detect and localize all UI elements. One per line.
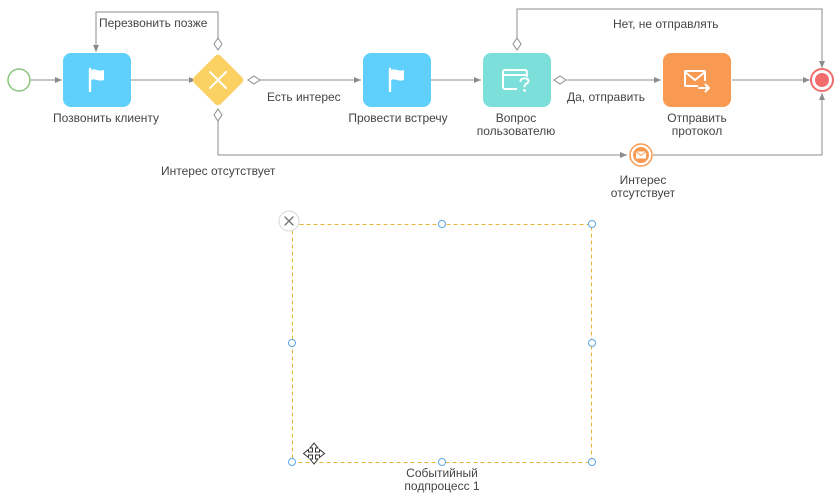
- delete-button[interactable]: [278, 210, 300, 232]
- flow-label-no-send: Нет, не отправлять: [613, 17, 719, 31]
- envelope-send-icon: [681, 66, 713, 94]
- resize-handle[interactable]: [288, 458, 296, 466]
- event-subprocess-frame[interactable]: [292, 224, 592, 463]
- resize-handle[interactable]: [588, 220, 596, 228]
- resize-handle[interactable]: [588, 458, 596, 466]
- task-user-question-label-line2: пользователю: [476, 124, 556, 138]
- flow-label-no-interest: Интерес отсутствует: [161, 164, 276, 178]
- resize-handle[interactable]: [438, 220, 446, 228]
- conditional-marker: [553, 75, 567, 85]
- task-user-question-label-line1: Вопрос: [495, 111, 537, 125]
- message-event-label-line1: Интерес: [619, 173, 667, 187]
- task-user-question[interactable]: [483, 53, 551, 107]
- conditional-marker: [247, 75, 261, 85]
- conditional-marker: [213, 37, 223, 51]
- task-call-client[interactable]: [63, 53, 131, 107]
- subprocess-label-line2: подпроцесс 1: [404, 479, 480, 493]
- message-event-label-line2: отсутствует: [610, 186, 676, 200]
- flow-label-has-interest: Есть интерес: [267, 90, 341, 104]
- close-icon: [284, 216, 294, 226]
- close-x-icon: [209, 71, 227, 89]
- conditional-marker: [213, 108, 223, 122]
- flow-no-interest[interactable]: [217, 120, 627, 158]
- message-event[interactable]: [629, 143, 653, 167]
- envelope-icon: [635, 151, 647, 159]
- task-meeting[interactable]: [363, 53, 431, 107]
- task-meeting-label: Провести встречу: [348, 111, 448, 125]
- window-question-icon: [500, 66, 534, 94]
- flow-label-call-later: Перезвонить позже: [99, 16, 208, 30]
- start-event[interactable]: [7, 68, 31, 92]
- end-event[interactable]: [810, 68, 834, 92]
- move-cursor-icon: [302, 442, 326, 465]
- exclusive-gateway[interactable]: [191, 53, 245, 107]
- resize-handle[interactable]: [438, 458, 446, 466]
- conditional-marker: [512, 37, 522, 51]
- task-send-protocol-label-line1: Отправить: [667, 111, 727, 125]
- resize-handle[interactable]: [288, 339, 296, 347]
- flag-icon: [84, 66, 110, 94]
- flow-label-yes-send: Да, отправить: [567, 90, 646, 104]
- flow-call-later[interactable]: [93, 11, 219, 52]
- resize-handle[interactable]: [588, 339, 596, 347]
- flow-message-to-end[interactable]: [653, 93, 825, 156]
- subprocess-label-line1: Событийный: [406, 466, 478, 480]
- flow-no-send[interactable]: [516, 8, 825, 68]
- task-send-protocol-label-line2: протокол: [671, 124, 723, 138]
- flag-icon: [384, 66, 410, 94]
- task-call-client-label: Позвонить клиенту: [52, 111, 160, 125]
- task-send-protocol[interactable]: [663, 53, 731, 107]
